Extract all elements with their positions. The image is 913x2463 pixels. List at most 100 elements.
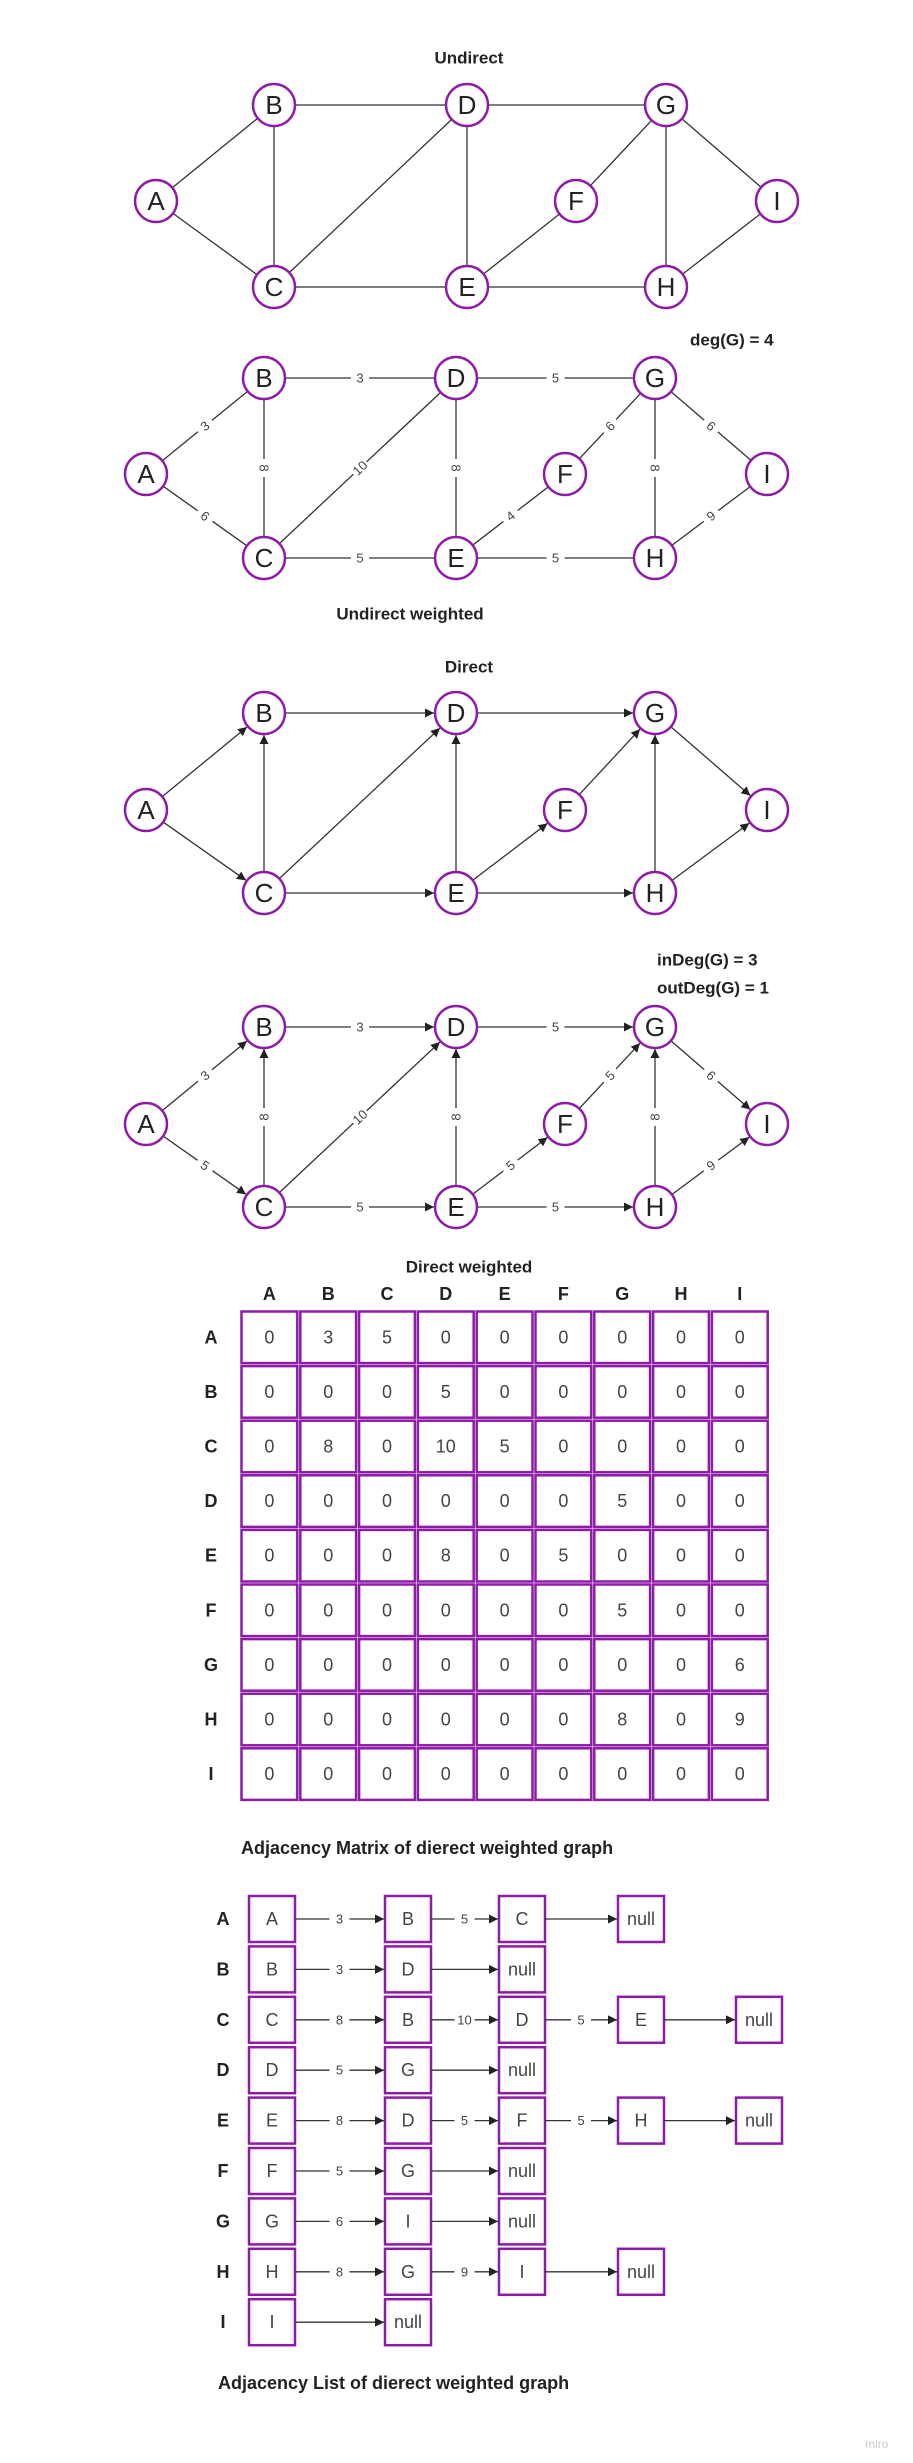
list-node-value: G xyxy=(401,2060,415,2080)
list-weight: 8 xyxy=(336,2113,343,2128)
list-weight-bg xyxy=(329,2213,350,2230)
matrix-cell: 0 xyxy=(299,1747,358,1802)
matrix-cell-box xyxy=(593,1528,652,1583)
list-node: G xyxy=(247,2197,297,2246)
matrix-cell-value: 0 xyxy=(558,1600,568,1620)
node-circle xyxy=(632,870,678,916)
matrix-cell: 0 xyxy=(651,1474,711,1529)
matrix-cell-box xyxy=(651,1364,711,1419)
weight-label-A-B: 3 xyxy=(192,414,218,438)
edge-C-D xyxy=(278,727,441,880)
matrix-cell-value: 0 xyxy=(735,1491,745,1511)
list-node-box xyxy=(383,2197,433,2246)
matrix-cell: 0 xyxy=(475,1528,534,1583)
matrix-cell: 0 xyxy=(534,1419,593,1474)
list-row-label: B xyxy=(217,1959,230,1979)
weight-label-bg xyxy=(351,1199,369,1215)
matrix-cell-value: 5 xyxy=(558,1546,568,1566)
matrix-row-header-F: F xyxy=(206,1600,217,1620)
matrix-cell-value: 0 xyxy=(500,1710,510,1730)
matrix-cell-box xyxy=(534,1419,593,1474)
list-pointer: 9 xyxy=(431,2263,498,2280)
edge-E-F xyxy=(483,213,560,275)
matrix-cell-box xyxy=(416,1474,475,1529)
list-weight: 6 xyxy=(336,2214,343,2229)
list-node-box xyxy=(616,1894,666,1944)
matrix-cell: 0 xyxy=(240,1474,299,1529)
weight-label-bg xyxy=(448,1108,464,1126)
node-circle xyxy=(123,787,169,833)
weight-label-bg xyxy=(498,1153,523,1178)
matrix-cell-value: 8 xyxy=(617,1710,627,1730)
matrix-cell-value: 0 xyxy=(617,1382,627,1402)
weight-label-A-C: 5 xyxy=(193,1153,217,1178)
matrix-cell-value: 0 xyxy=(676,1655,686,1675)
node-label: D xyxy=(458,90,477,120)
weight-label-C-E: 5 xyxy=(351,1199,369,1215)
node-circle xyxy=(444,82,490,128)
matrix-cell: 0 xyxy=(475,1474,534,1529)
node-label: E xyxy=(447,1192,464,1222)
list-weight: 5 xyxy=(336,2164,343,2179)
matrix-cell-value: 0 xyxy=(676,1600,686,1620)
matrix-cell-box xyxy=(593,1637,652,1692)
weight-value: 3 xyxy=(356,1020,363,1035)
matrix-cell-value: 0 xyxy=(676,1710,686,1730)
matrix-cell: 0 xyxy=(416,1747,475,1802)
matrix-cell-value: 0 xyxy=(558,1437,568,1457)
node-label: G xyxy=(645,1012,665,1042)
matrix-cell: 0 xyxy=(534,1637,593,1692)
node-F: F xyxy=(542,1101,588,1147)
node-circle xyxy=(542,451,588,497)
matrix-cell-value: 0 xyxy=(617,1327,627,1347)
node-circle xyxy=(241,690,287,736)
weight-label-B-C: 8 xyxy=(256,459,272,477)
matrix-cell-value: 0 xyxy=(617,1437,627,1457)
matrix-cell-value: 0 xyxy=(500,1600,510,1620)
matrix-cell-value: 0 xyxy=(264,1546,274,1566)
weight-label-H-I: 9 xyxy=(699,1153,723,1178)
edge-A-C xyxy=(172,212,258,276)
weight-label-E-F: 4 xyxy=(498,504,523,528)
matrix-cell: 0 xyxy=(593,1419,652,1474)
matrix-cell-box xyxy=(475,1474,534,1529)
matrix-cell: 0 xyxy=(357,1474,417,1529)
matrix-cell-value: 0 xyxy=(735,1764,745,1784)
list-weight-bg xyxy=(329,2011,350,2028)
list-weight-bg xyxy=(329,1911,350,1927)
list-node-box xyxy=(383,1945,433,1994)
matrix-cell-box xyxy=(357,1528,417,1583)
list-pointer: 8 xyxy=(295,2263,384,2280)
node-circle xyxy=(433,870,479,916)
matrix-cell-box xyxy=(710,1692,769,1747)
matrix-cell-box xyxy=(593,1419,652,1474)
node-circle xyxy=(553,178,599,224)
matrix-cell: 0 xyxy=(710,1419,769,1474)
matrix-cell: 0 xyxy=(710,1474,769,1529)
node-label: F xyxy=(568,186,584,216)
weight-label-bg xyxy=(546,1199,565,1215)
matrix-cell-value: 0 xyxy=(264,1491,274,1511)
matrix-row-header-H: H xyxy=(205,1710,218,1730)
node-G: G xyxy=(632,355,678,401)
node-label: A xyxy=(137,1109,155,1139)
matrix-cell: 0 xyxy=(240,1419,299,1474)
node-circle xyxy=(123,1101,169,1147)
node-label: G xyxy=(645,363,665,393)
list-weight-bg xyxy=(329,1961,350,1978)
matrix-cell-box xyxy=(534,1747,593,1802)
weight-label-H-G: 8 xyxy=(647,1108,663,1126)
weight-label-bg xyxy=(256,1108,272,1126)
matrix-cell-box xyxy=(651,1310,711,1365)
list-row-label: H xyxy=(217,2262,230,2282)
list-weight: 9 xyxy=(461,2264,468,2279)
matrix-col-header-A: A xyxy=(263,1284,276,1304)
matrix-cell: 6 xyxy=(710,1637,769,1692)
node-circle xyxy=(433,1004,479,1050)
matrix-cell-value: 0 xyxy=(441,1327,451,1347)
list-node-box xyxy=(383,2045,433,2095)
